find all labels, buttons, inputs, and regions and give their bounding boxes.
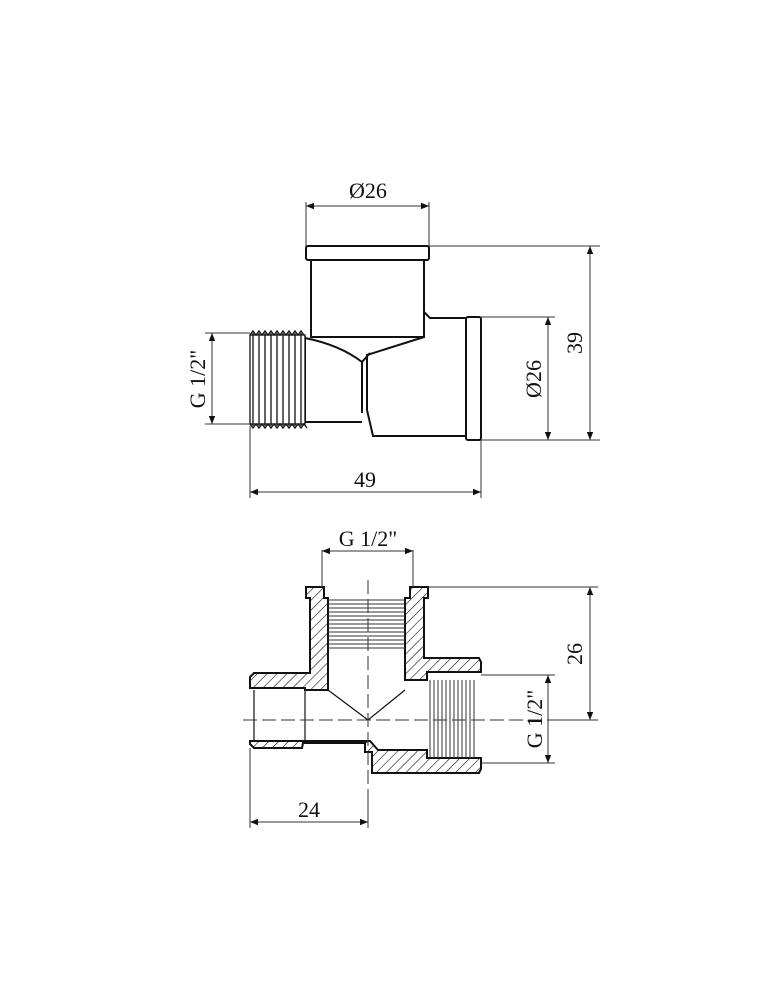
right-diameter-label: Ø26 [521, 360, 546, 398]
centerlines [243, 580, 560, 790]
top-flange [305, 245, 430, 261]
right-internal-thread [429, 680, 475, 758]
left-thread-label: G 1/2" [185, 350, 210, 408]
top-length-label: 49 [354, 467, 376, 492]
section-top-thread-label: G 1/2" [339, 526, 397, 551]
shoulder-curve [304, 337, 371, 364]
right-flange [465, 316, 482, 441]
top-internal-thread [328, 599, 405, 649]
top-view-dimensions [205, 202, 600, 498]
top-diameter-label: Ø26 [349, 178, 387, 203]
section-walls [249, 586, 482, 774]
top-body [310, 260, 425, 338]
section-view [243, 580, 560, 790]
inner-bore [253, 689, 406, 741]
top-view [249, 245, 482, 441]
section-length-label: 24 [298, 797, 320, 822]
section-view-dimensions [249, 547, 598, 828]
left-thread [249, 329, 308, 430]
section-height-label: 26 [562, 643, 587, 665]
right-branch [366, 311, 467, 437]
section-right-thread-label: G 1/2" [522, 690, 547, 748]
top-height-label: 39 [562, 332, 587, 354]
left-body [304, 336, 362, 423]
